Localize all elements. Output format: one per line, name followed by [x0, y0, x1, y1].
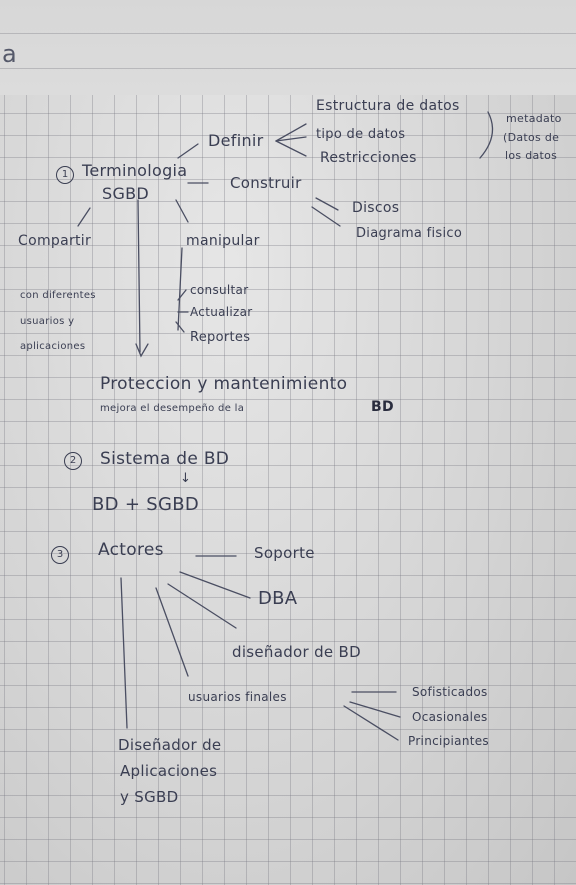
label-ocasionales: Ocasionales — [412, 710, 488, 724]
connector-line — [275, 123, 307, 142]
label-principiantes: Principiantes — [408, 734, 489, 748]
label-bd-bold: BD — [371, 399, 394, 415]
label-bd-plus-sgbd: BD + SGBD — [92, 494, 200, 515]
header-rule — [0, 33, 576, 34]
label-los-datos: los datos — [505, 149, 558, 162]
page-mark: a — [2, 40, 18, 68]
connector-line — [275, 136, 307, 142]
connector-line — [179, 571, 251, 599]
connector-line — [315, 197, 339, 211]
connector-line — [155, 587, 189, 677]
label-datos-de: (Datos de — [503, 131, 560, 144]
bracket-stroke — [479, 111, 494, 159]
connector-line — [177, 289, 187, 301]
connector-line — [167, 583, 237, 629]
label-aplicaciones-2: Aplicaciones — [120, 762, 218, 780]
connector-line — [175, 321, 185, 333]
page-header-area — [0, 0, 576, 95]
label-metadato: metadato — [506, 112, 562, 125]
connector-line — [77, 207, 91, 227]
label-y-sgbd: y SGBD — [120, 788, 179, 806]
label-actualizar: Actualizar — [190, 305, 253, 319]
label-usuarios-y: usuarios y — [20, 316, 75, 327]
label-discos: Discos — [352, 200, 400, 216]
label-estructura-datos: Estructura de datos — [316, 98, 460, 114]
label-usuarios-finales: usuarios finales — [188, 690, 287, 704]
connector-line — [349, 701, 401, 718]
label-aplicaciones: aplicaciones — [20, 341, 86, 352]
section-number-2: 2 — [64, 452, 82, 470]
connector-line — [177, 143, 199, 159]
label-mejora-desempeno: mejora el desempeño de la — [100, 403, 245, 414]
connector-line — [175, 199, 189, 223]
label-tipo-datos: tipo de datos — [316, 127, 406, 142]
label-consultar: consultar — [190, 283, 249, 297]
arrow-down: ↓ — [180, 471, 192, 486]
label-actores: Actores — [98, 540, 164, 560]
label-reportes: Reportes — [190, 330, 251, 345]
label-dba: DBA — [258, 588, 298, 609]
connector-line — [120, 577, 128, 729]
label-manipular: manipular — [186, 233, 260, 249]
label-proteccion-mantenimiento: Proteccion y mantenimiento — [100, 374, 348, 394]
arrow-head — [135, 343, 149, 358]
label-terminologia: Terminologia — [82, 161, 188, 180]
header-rule — [0, 68, 576, 69]
label-con-diferentes: con diferentes — [20, 290, 96, 301]
connector-line — [137, 199, 141, 353]
label-sistema-bd: Sistema de BD — [100, 449, 230, 469]
connector-line — [177, 247, 183, 331]
label-definir: Definir — [208, 131, 264, 150]
connector-line — [311, 206, 341, 227]
label-diagrama-fisico: Diagrama fisico — [356, 226, 463, 241]
label-sgbd: SGBD — [102, 184, 150, 203]
section-number-3: 3 — [51, 546, 69, 564]
connector-line — [275, 140, 307, 157]
section-number-1: 1 — [56, 166, 74, 184]
label-sofisticados: Sofisticados — [412, 685, 488, 699]
label-construir: Construir — [230, 174, 302, 192]
label-restricciones: Restricciones — [320, 150, 417, 166]
connector-line — [343, 705, 399, 741]
label-disenador-bd: diseñador de BD — [232, 643, 361, 661]
label-soporte: Soporte — [254, 544, 315, 562]
label-disenador-de: Diseñador de — [118, 736, 222, 754]
label-compartir: Compartir — [18, 233, 92, 249]
